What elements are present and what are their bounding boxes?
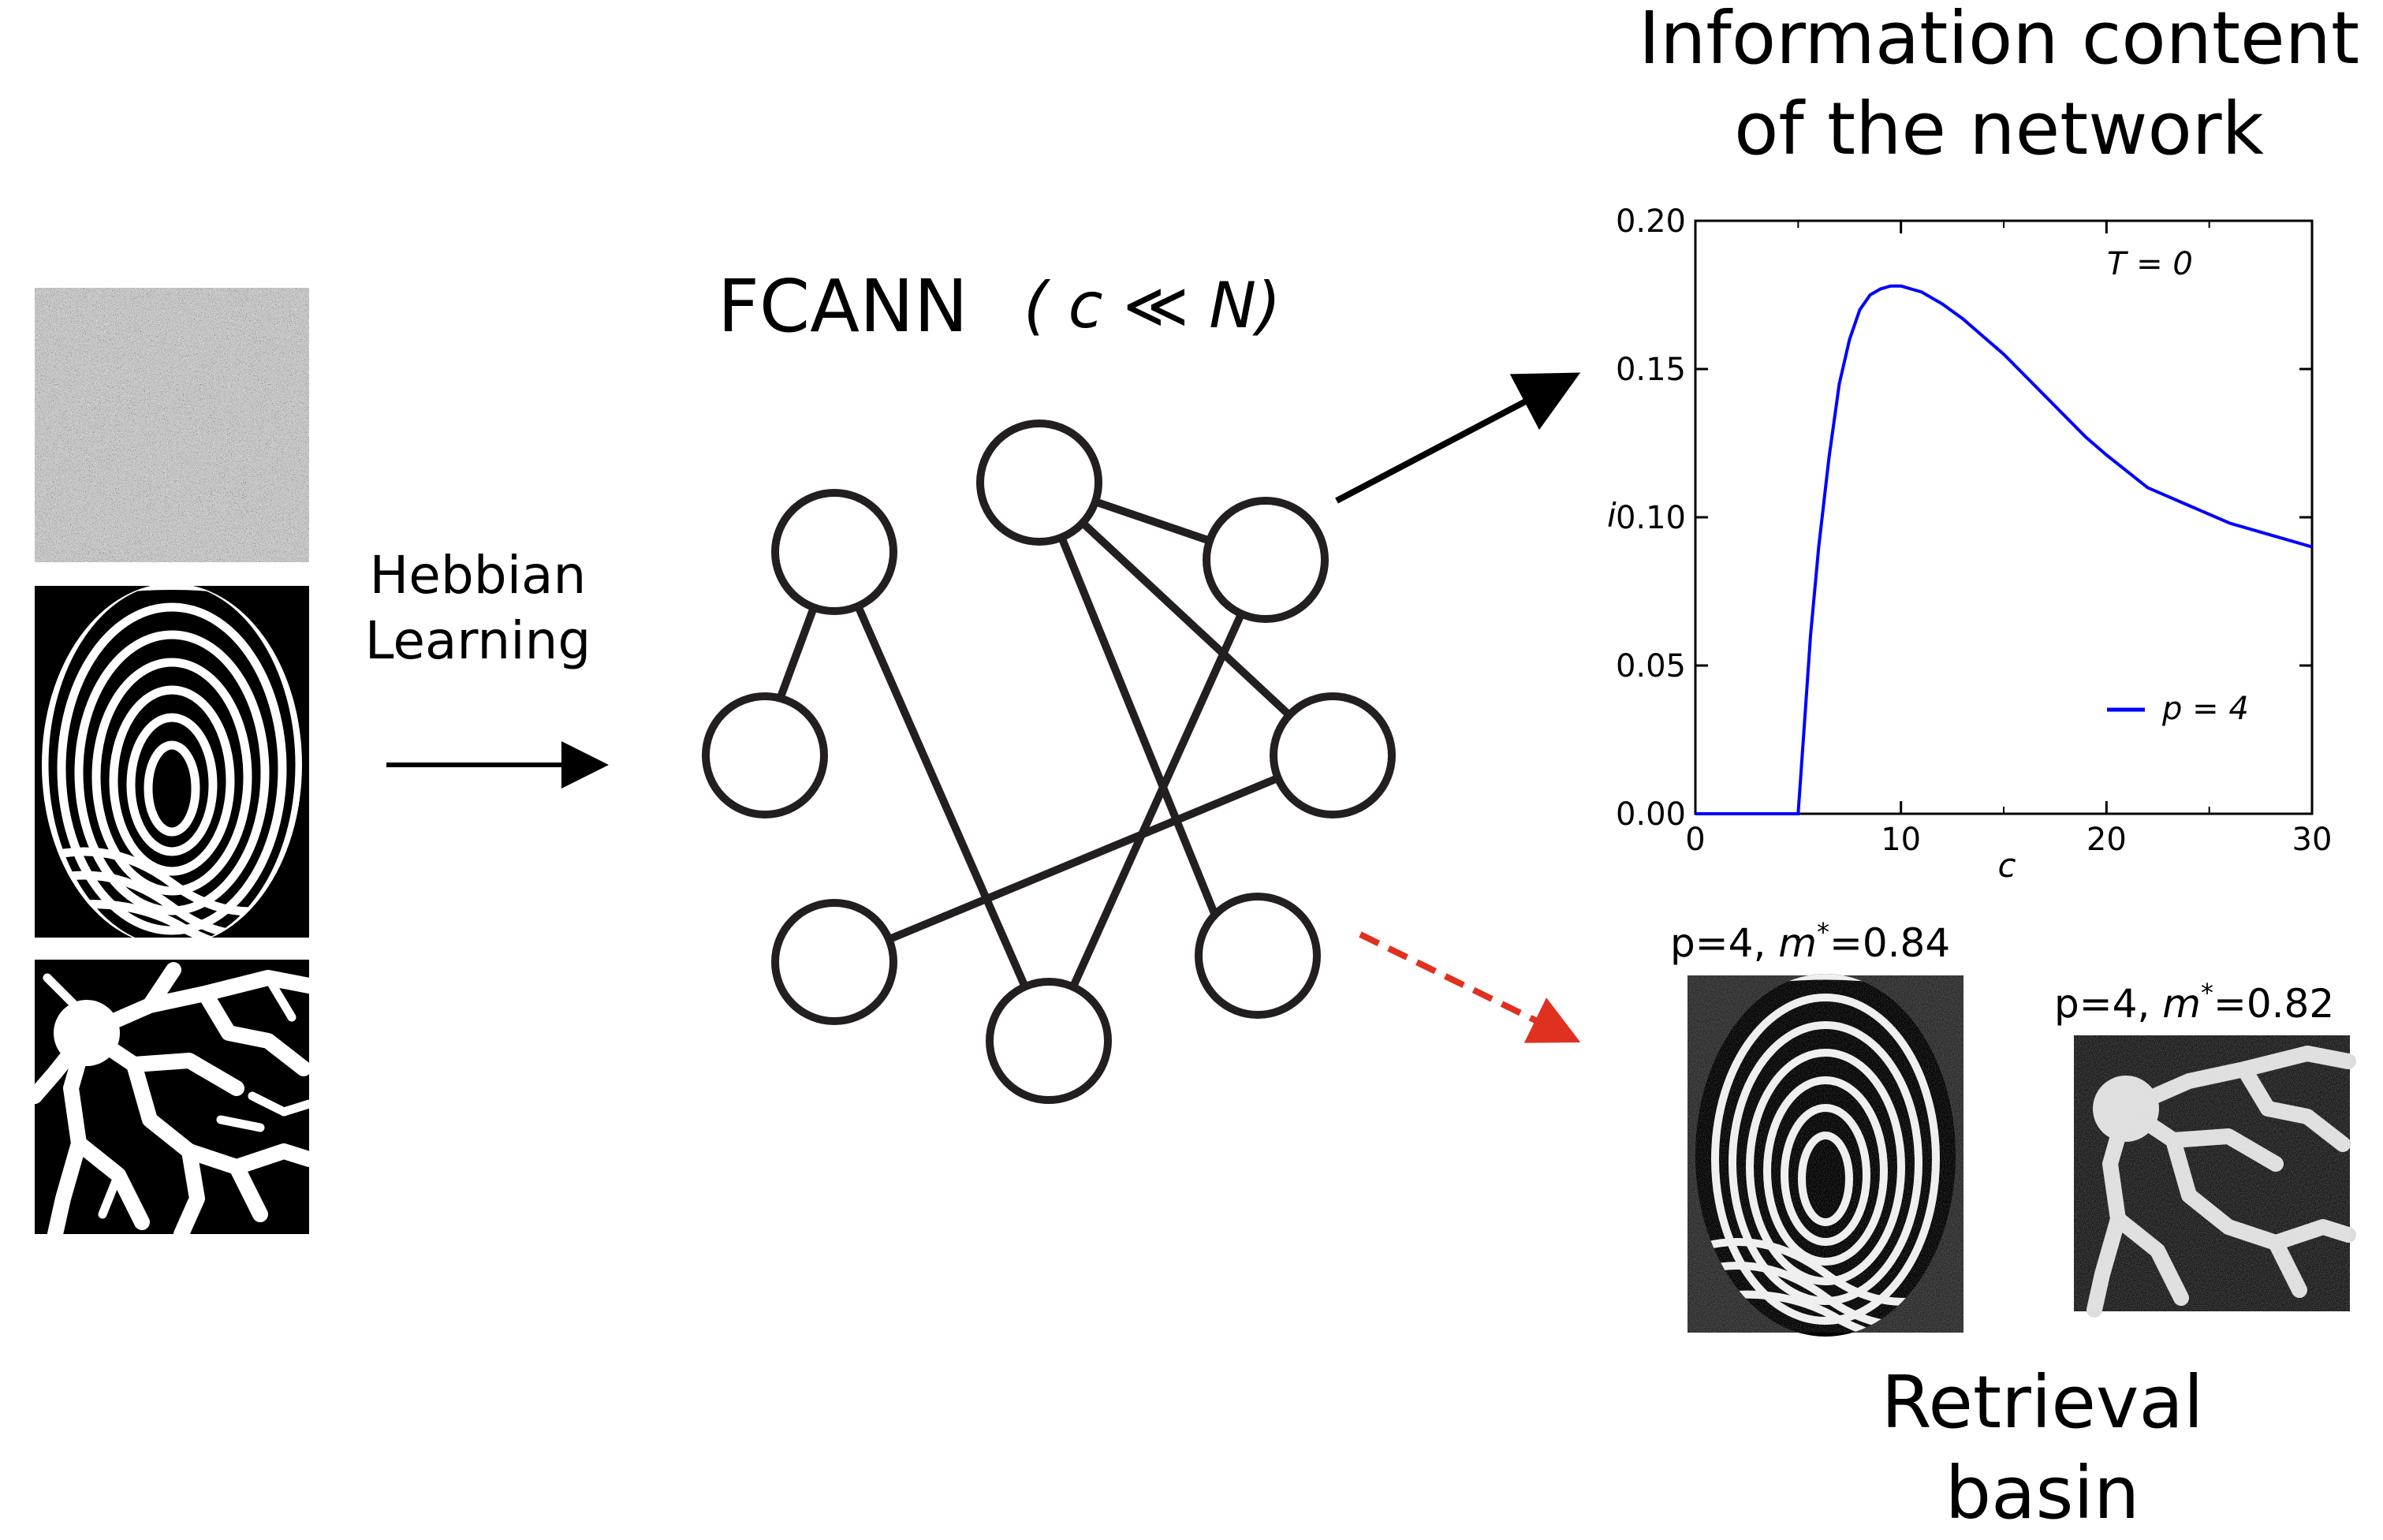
chart-series-line xyxy=(1695,284,2312,815)
network-node xyxy=(771,489,897,615)
network-edge xyxy=(1035,479,1337,759)
network-edge xyxy=(830,751,1337,966)
pattern-noise xyxy=(35,288,309,562)
network-edge xyxy=(1045,556,1270,1045)
network-node xyxy=(771,899,897,1025)
retrieval-2-label: p=4, m*=0.82 xyxy=(2054,978,2334,1027)
info-title-line1: Information content xyxy=(1639,0,2359,80)
chart-x-tick-labels: 0 10 20 30 xyxy=(1685,822,2332,858)
pattern-fingerprint xyxy=(35,584,309,946)
retrieval-title-line1: Retrieval xyxy=(1881,1360,2204,1445)
pattern-vessels xyxy=(27,960,317,1242)
chart-ticks xyxy=(1694,219,2314,815)
network-nodes xyxy=(702,419,1396,1104)
hebbian-label-line1: Hebbian xyxy=(370,545,587,606)
retrieval-title-line2: basin xyxy=(1945,1451,2140,1535)
chart-y-label: i xyxy=(1607,496,1617,535)
chart-x-tick-label: 30 xyxy=(2292,822,2333,858)
fcann-title: FCANN xyxy=(718,264,968,349)
chart-y-tick-label: 0.00 xyxy=(1616,796,1686,833)
network-edge xyxy=(1035,479,1238,966)
fcann-condition: ( c ≪ N) xyxy=(1024,269,1281,342)
vessel-pattern-image xyxy=(27,962,317,1242)
retrieval-1-image xyxy=(1687,974,1963,1337)
information-chart: 0 10 20 30 0.00 0.05 0.10 0.15 0.20 T = 0 p = 4… xyxy=(1607,203,2332,885)
chart-x-tick-label: 10 xyxy=(1881,822,1921,858)
chart-y-tick-labels: 0.00 0.05 0.10 0.15 0.20 xyxy=(1616,203,1686,833)
chart-y-tick-label: 0.10 xyxy=(1616,500,1686,536)
chart-x-tick-label: 20 xyxy=(2087,822,2127,858)
info-arrow-icon xyxy=(1335,372,1581,504)
chart-legend-label: p = 4 xyxy=(2161,691,2249,727)
network-diagram xyxy=(702,419,1396,1104)
chart-x-label: c xyxy=(1997,846,2016,885)
chart-x-tick-label: 0 xyxy=(1685,822,1705,858)
chart-y-tick-label: 0.15 xyxy=(1616,352,1686,388)
info-title-line2: of the network xyxy=(1734,87,2264,171)
network-edge xyxy=(830,548,1053,1045)
hebbian-label-line2: Learning xyxy=(365,610,591,671)
chart-y-tick-label: 0.20 xyxy=(1616,203,1686,240)
noise-pattern-image xyxy=(35,288,309,562)
retrieval-2-image xyxy=(2074,1035,2356,1318)
network-node xyxy=(1195,893,1321,1019)
network-node xyxy=(1270,692,1396,818)
network-node xyxy=(976,419,1102,546)
retrieval-arrow-icon xyxy=(1359,931,1581,1043)
retrieval-1-label: p=4, m*=0.84 xyxy=(1670,917,1950,966)
network-node xyxy=(702,692,828,818)
chart-annotation: T = 0 xyxy=(2107,246,2193,282)
chart-y-tick-label: 0.05 xyxy=(1616,648,1686,684)
network-node xyxy=(1203,497,1329,623)
network-node xyxy=(986,978,1112,1104)
